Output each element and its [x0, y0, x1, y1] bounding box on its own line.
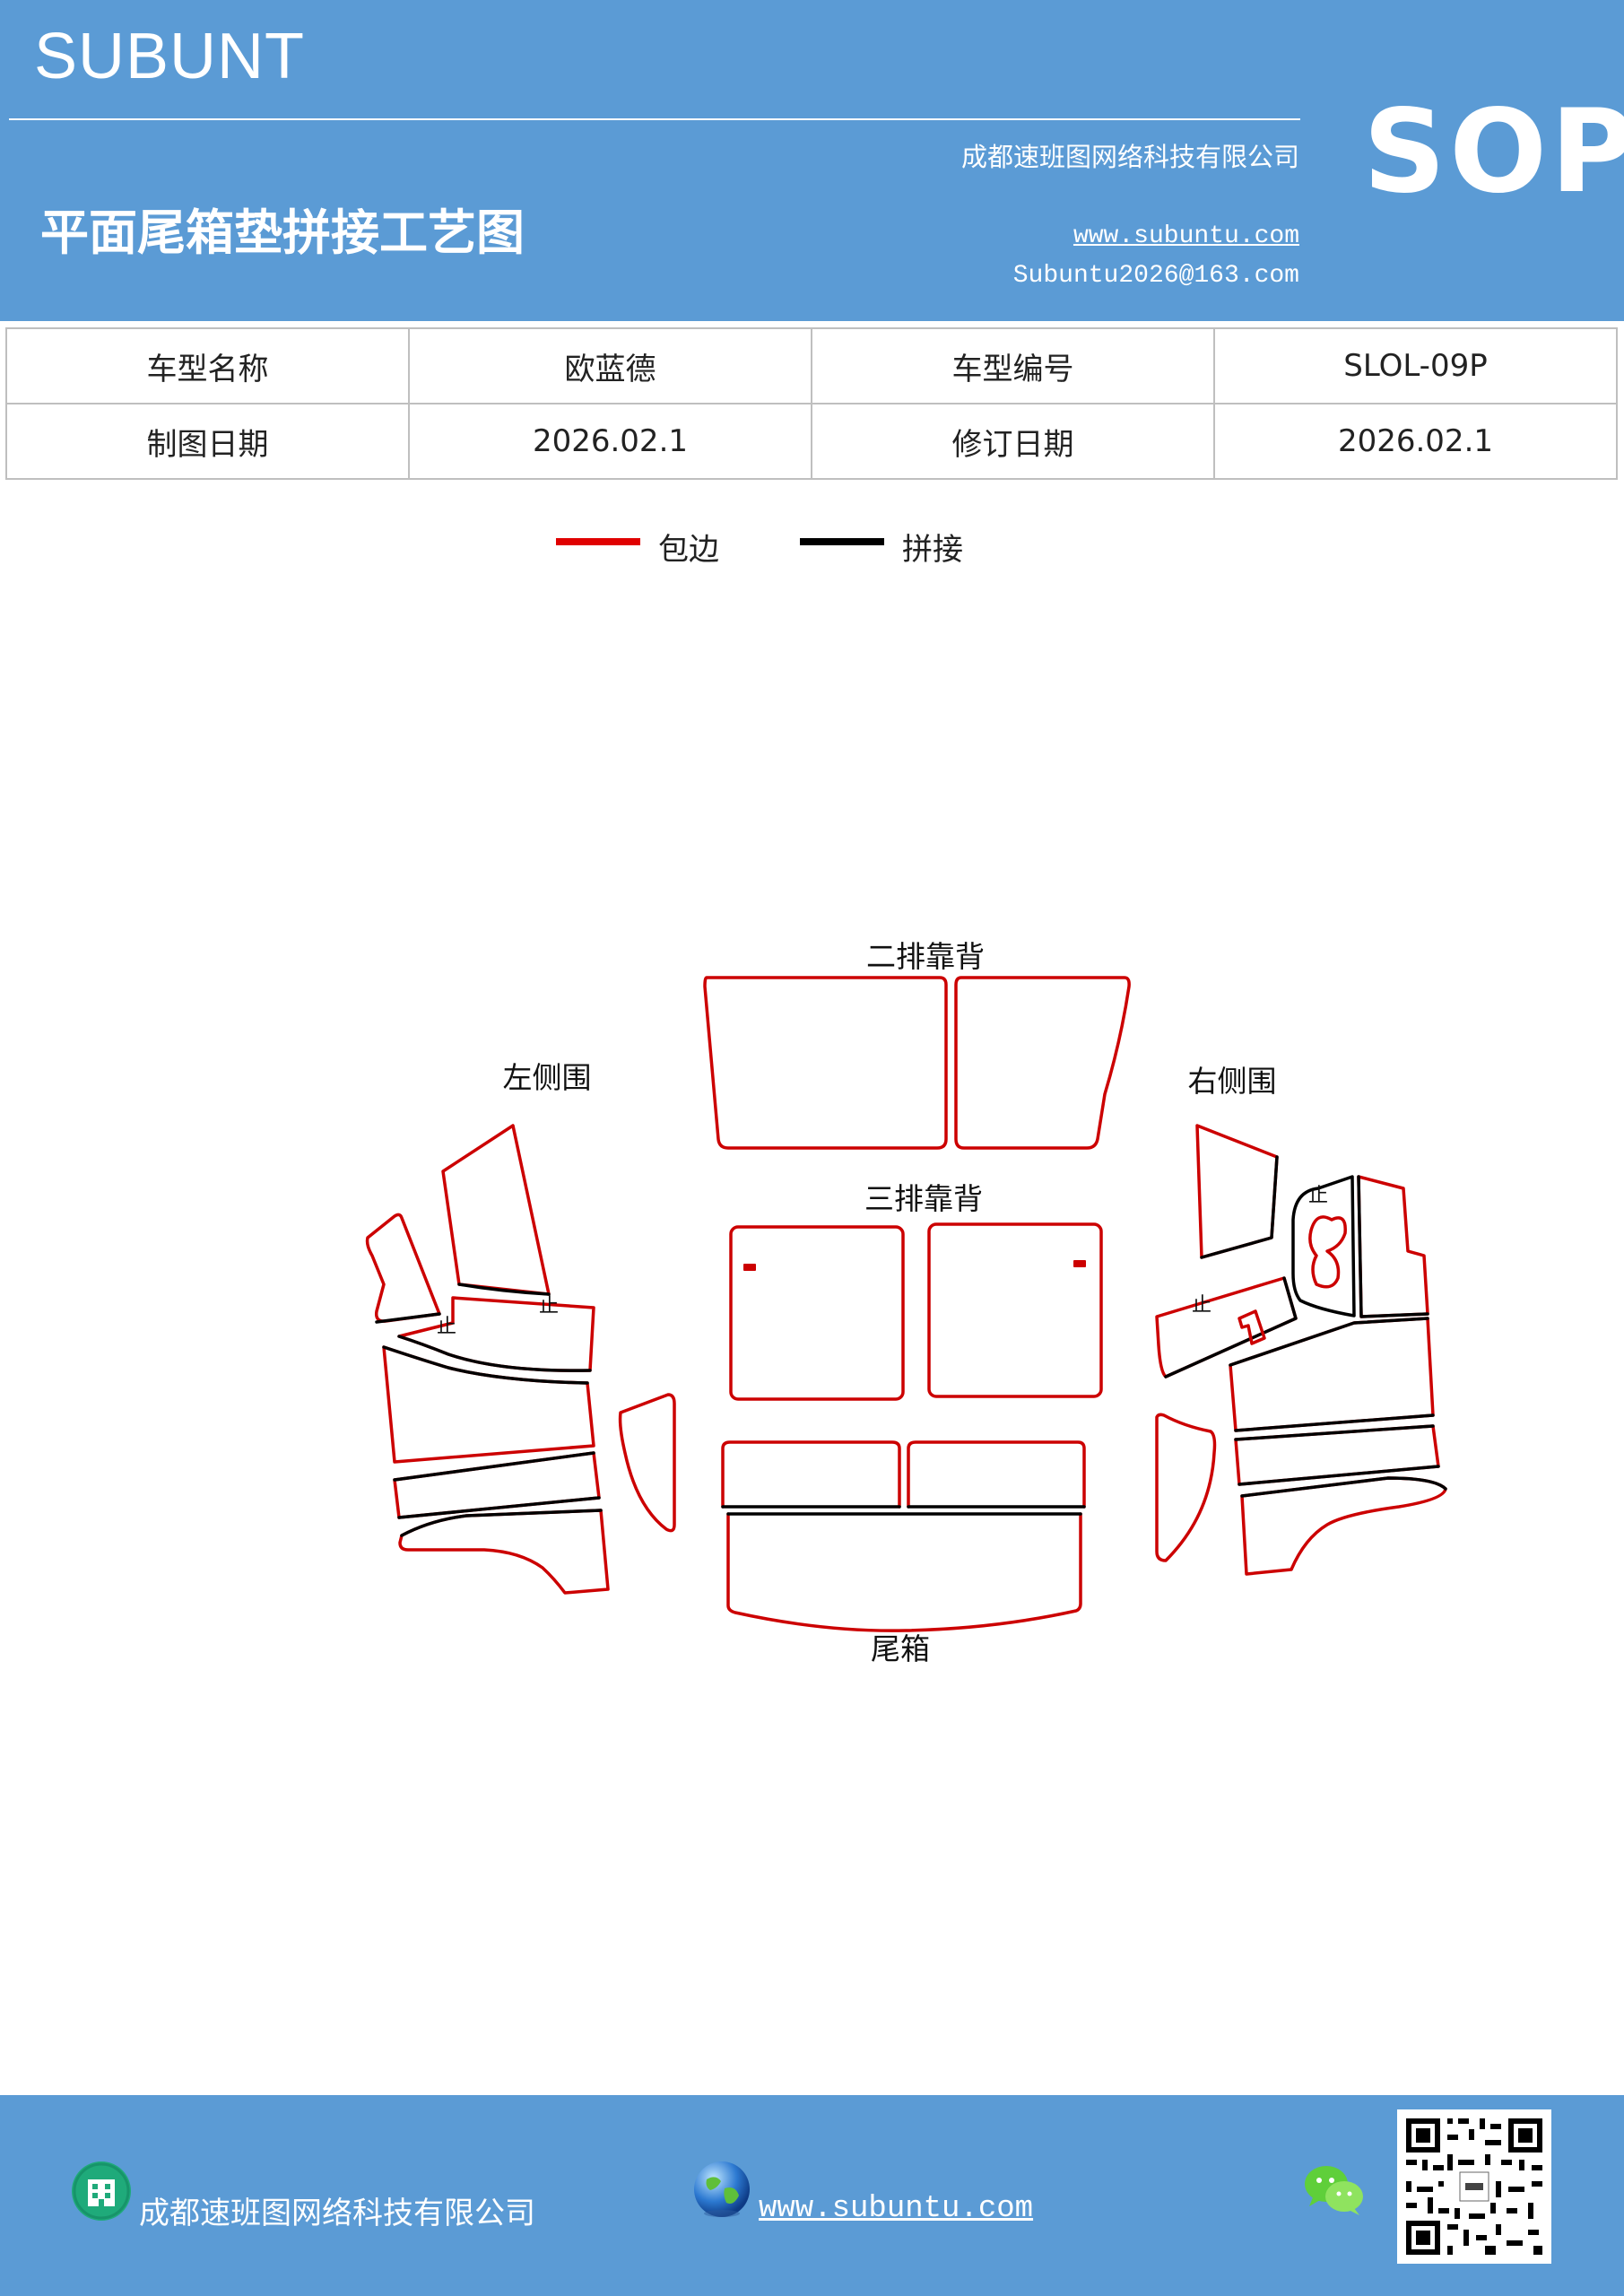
- qr-code: [1397, 2109, 1551, 2264]
- wechat-icon: [1305, 2166, 1363, 2215]
- left-side-seam-5: [393, 1451, 601, 1519]
- footer-company: 成都速班图网络科技有限公司: [139, 2196, 535, 2231]
- left-side-piece-1: [365, 1213, 441, 1323]
- header-website-link[interactable]: www.subuntu.com: [1073, 222, 1299, 250]
- left-side-piece-2: [441, 1124, 551, 1296]
- table-cell: 修订日期: [811, 403, 1215, 480]
- third-row-slot-left: [743, 1264, 756, 1271]
- label-right-side: 右侧围: [1188, 1064, 1277, 1099]
- right-side-seam-6: [1234, 1424, 1440, 1486]
- left-side-seam-4: [382, 1345, 589, 1385]
- legend-label-seam: 拼接: [902, 532, 963, 568]
- stop-mark: 止: [1192, 1294, 1211, 1317]
- right-side-seam-5: [1229, 1317, 1435, 1432]
- right-side-piece-4: [1357, 1175, 1429, 1318]
- left-side-seam-2: [457, 1283, 551, 1296]
- left-side-piece-3: [397, 1296, 595, 1372]
- table-cell: 2026.02.1: [1213, 403, 1618, 480]
- right-side-seam-4: [1357, 1175, 1429, 1318]
- globe-icon: [694, 2161, 750, 2217]
- document-title: 平面尾箱垫拼接工艺图: [40, 204, 525, 261]
- stop-mark: 止: [539, 1295, 559, 1318]
- right-side-seam-2: [1164, 1276, 1298, 1378]
- table-cell: 欧蓝德: [408, 327, 812, 404]
- sop-badge: SOP: [1363, 85, 1624, 219]
- left-side-seam-6: [400, 1509, 603, 1537]
- table-row: 制图日期 2026.02.1 修订日期 2026.02.1: [5, 403, 1618, 480]
- table-cell: 2026.02.1: [408, 403, 812, 480]
- label-third-row-back: 三排靠背: [864, 1181, 983, 1216]
- third-row-panel-right: [927, 1222, 1103, 1398]
- legend-label-edge: 包边: [658, 532, 719, 568]
- header-email: Subuntu2026@163.com: [1012, 262, 1299, 290]
- table-cell: SLOL-09P: [1213, 327, 1618, 404]
- header-divider: [9, 118, 1300, 120]
- building-icon: [72, 2161, 131, 2221]
- trunk-panel-top-left: [721, 1440, 901, 1509]
- table-cell: 制图日期: [5, 403, 410, 480]
- third-row-panel-left: [729, 1225, 905, 1401]
- label-left-side: 左侧围: [503, 1060, 592, 1095]
- stop-mark: 止: [437, 1316, 456, 1338]
- right-side-seam-7: [1240, 1476, 1447, 1498]
- second-row-panel-right: [954, 976, 1131, 1150]
- label-trunk: 尾箱: [871, 1631, 930, 1666]
- legend-swatch-edge: [556, 538, 640, 545]
- right-side-cupholder: [1308, 1215, 1347, 1289]
- right-side-piece-8: [1155, 1413, 1217, 1562]
- right-side-seam-1: [1200, 1155, 1279, 1259]
- left-side-seam-3: [397, 1335, 592, 1372]
- stop-mark: 止: [1308, 1185, 1328, 1207]
- trunk-panel-main: [726, 1512, 1082, 1632]
- header-banner: [0, 0, 1624, 321]
- left-side-piece-7: [618, 1393, 676, 1533]
- trunk-panel-top-right: [907, 1440, 1086, 1509]
- header-company: 成都速班图网络科技有限公司: [960, 142, 1299, 172]
- right-side-piece-1: [1195, 1124, 1279, 1259]
- vehicle-info-table: 车型名称 欧蓝德 车型编号 SLOL-09P 制图日期 2026.02.1 修订…: [5, 327, 1618, 480]
- table-cell: 车型名称: [5, 327, 410, 404]
- left-side-seam-1: [375, 1312, 441, 1324]
- second-row-panel-left: [703, 976, 948, 1150]
- trunk-mat-diagram: 二排靠背 三排靠背 左侧围 右侧围 尾箱 止 止 止 止: [365, 939, 1447, 1666]
- brand-name: SUBUNT: [34, 21, 306, 92]
- label-second-row-back: 二排靠背: [866, 939, 985, 974]
- footer-website-link[interactable]: www.subuntu.com: [759, 2192, 1034, 2226]
- legend: 包边 拼接: [0, 525, 1624, 570]
- right-side-cutout: [1238, 1309, 1266, 1345]
- third-row-slot-right: [1073, 1260, 1086, 1267]
- legend-swatch-seam: [800, 538, 884, 545]
- table-row: 车型名称 欧蓝德 车型编号 SLOL-09P: [5, 327, 1618, 404]
- table-cell: 车型编号: [811, 327, 1215, 404]
- right-side-piece-3: [1291, 1175, 1356, 1318]
